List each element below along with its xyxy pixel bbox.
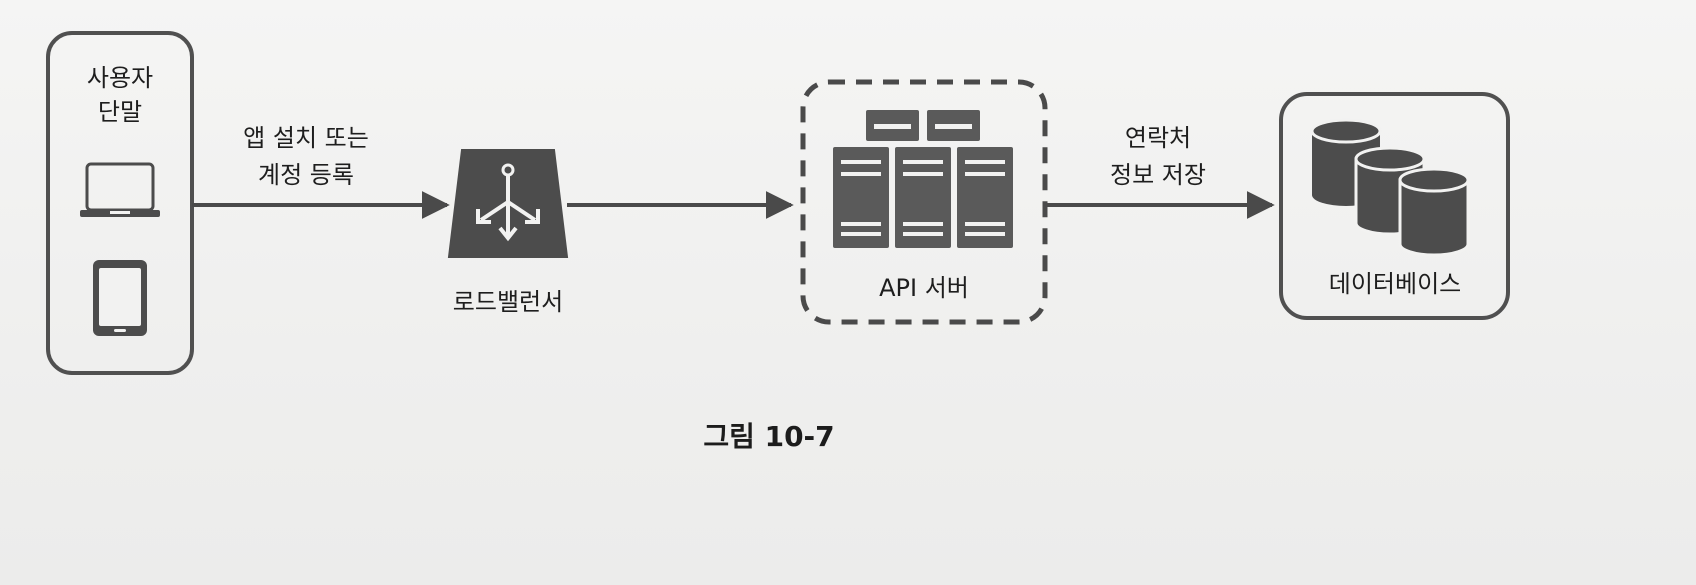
database-label: 데이터베이스 [1329,270,1461,298]
load-balancer-label: 로드밸런서 [453,288,563,316]
client-label-line-1: 사용자 [87,64,153,92]
edge-1-label-line-2: 계정 등록 [258,161,354,189]
load-balancer-icon [447,149,569,258]
tablet-icon [93,260,147,336]
edge-api-server-to-database: 연락처 정보 저장 [1045,124,1275,219]
api-server-node: API 서버 [800,79,1048,325]
client-label-line-2: 단말 [98,98,142,126]
edge-3-label-line-2: 정보 저장 [1110,161,1206,189]
database-cylinder-icon [1398,167,1470,257]
database-node: 데이터베이스 [1279,92,1510,320]
server-rack-icon [833,110,1013,248]
client-node: 사용자 단말 [46,31,194,375]
figure-caption: 그림 10-7 [703,420,834,453]
edge-client-to-load-balancer: 앱 설치 또는 계정 등록 [192,124,450,219]
load-balancer-node: 로드밸런서 [447,149,569,316]
edge-3-label-line-1: 연락처 [1125,124,1191,152]
database-cluster-icon [1310,118,1470,257]
api-server-label: API 서버 [879,274,969,302]
laptop-icon [80,162,160,217]
edge-1-label-line-1: 앱 설치 또는 [243,124,369,152]
